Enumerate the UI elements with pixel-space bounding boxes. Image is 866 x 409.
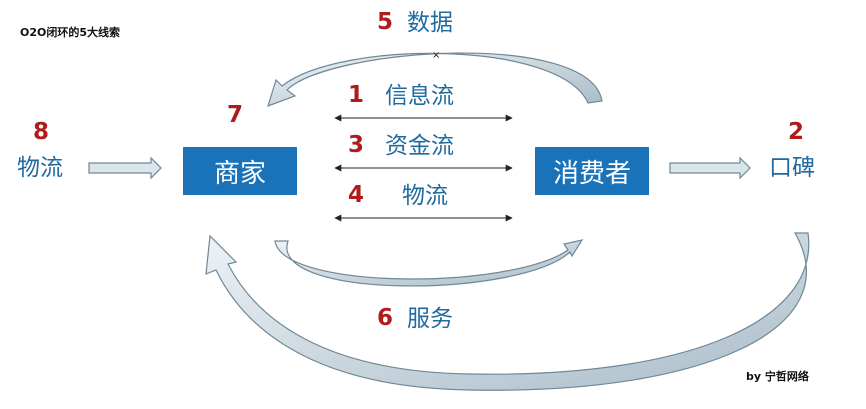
merchant-number: 7	[227, 102, 244, 128]
capital-flow-number: 3	[348, 132, 365, 158]
word-of-mouth-feedback-arrow	[205, 232, 810, 391]
data-arrow-tick: ×	[432, 50, 440, 61]
word-of-mouth-number: 2	[788, 119, 805, 145]
merchant-node: 商家	[183, 147, 297, 195]
logistics-flow-number: 4	[348, 182, 365, 208]
inbound-logistics-number: 8	[33, 119, 50, 145]
info-flow-label: 信息流	[385, 83, 454, 109]
inbound-logistics-label: 物流	[17, 155, 63, 181]
consumer-node: 消费者	[535, 147, 649, 195]
info-flow-number: 1	[348, 82, 365, 108]
data-number: 5	[377, 9, 394, 35]
capital-flow-label: 资金流	[385, 133, 454, 159]
diagram-title: O2O闭环的5大线索	[20, 26, 121, 39]
word-of-mouth-label: 口碑	[769, 155, 815, 181]
word-of-mouth-arrow	[669, 156, 751, 180]
inbound-logistics-arrow	[88, 156, 162, 180]
service-number: 6	[377, 305, 394, 331]
service-label: 服务	[407, 306, 453, 332]
logistics-flow-label: 物流	[402, 183, 448, 209]
data-feedback-arrow	[267, 52, 603, 107]
credit-text: by 宁哲网络	[746, 370, 809, 383]
service-arrow	[274, 239, 584, 287]
data-label: 数据	[407, 10, 453, 36]
